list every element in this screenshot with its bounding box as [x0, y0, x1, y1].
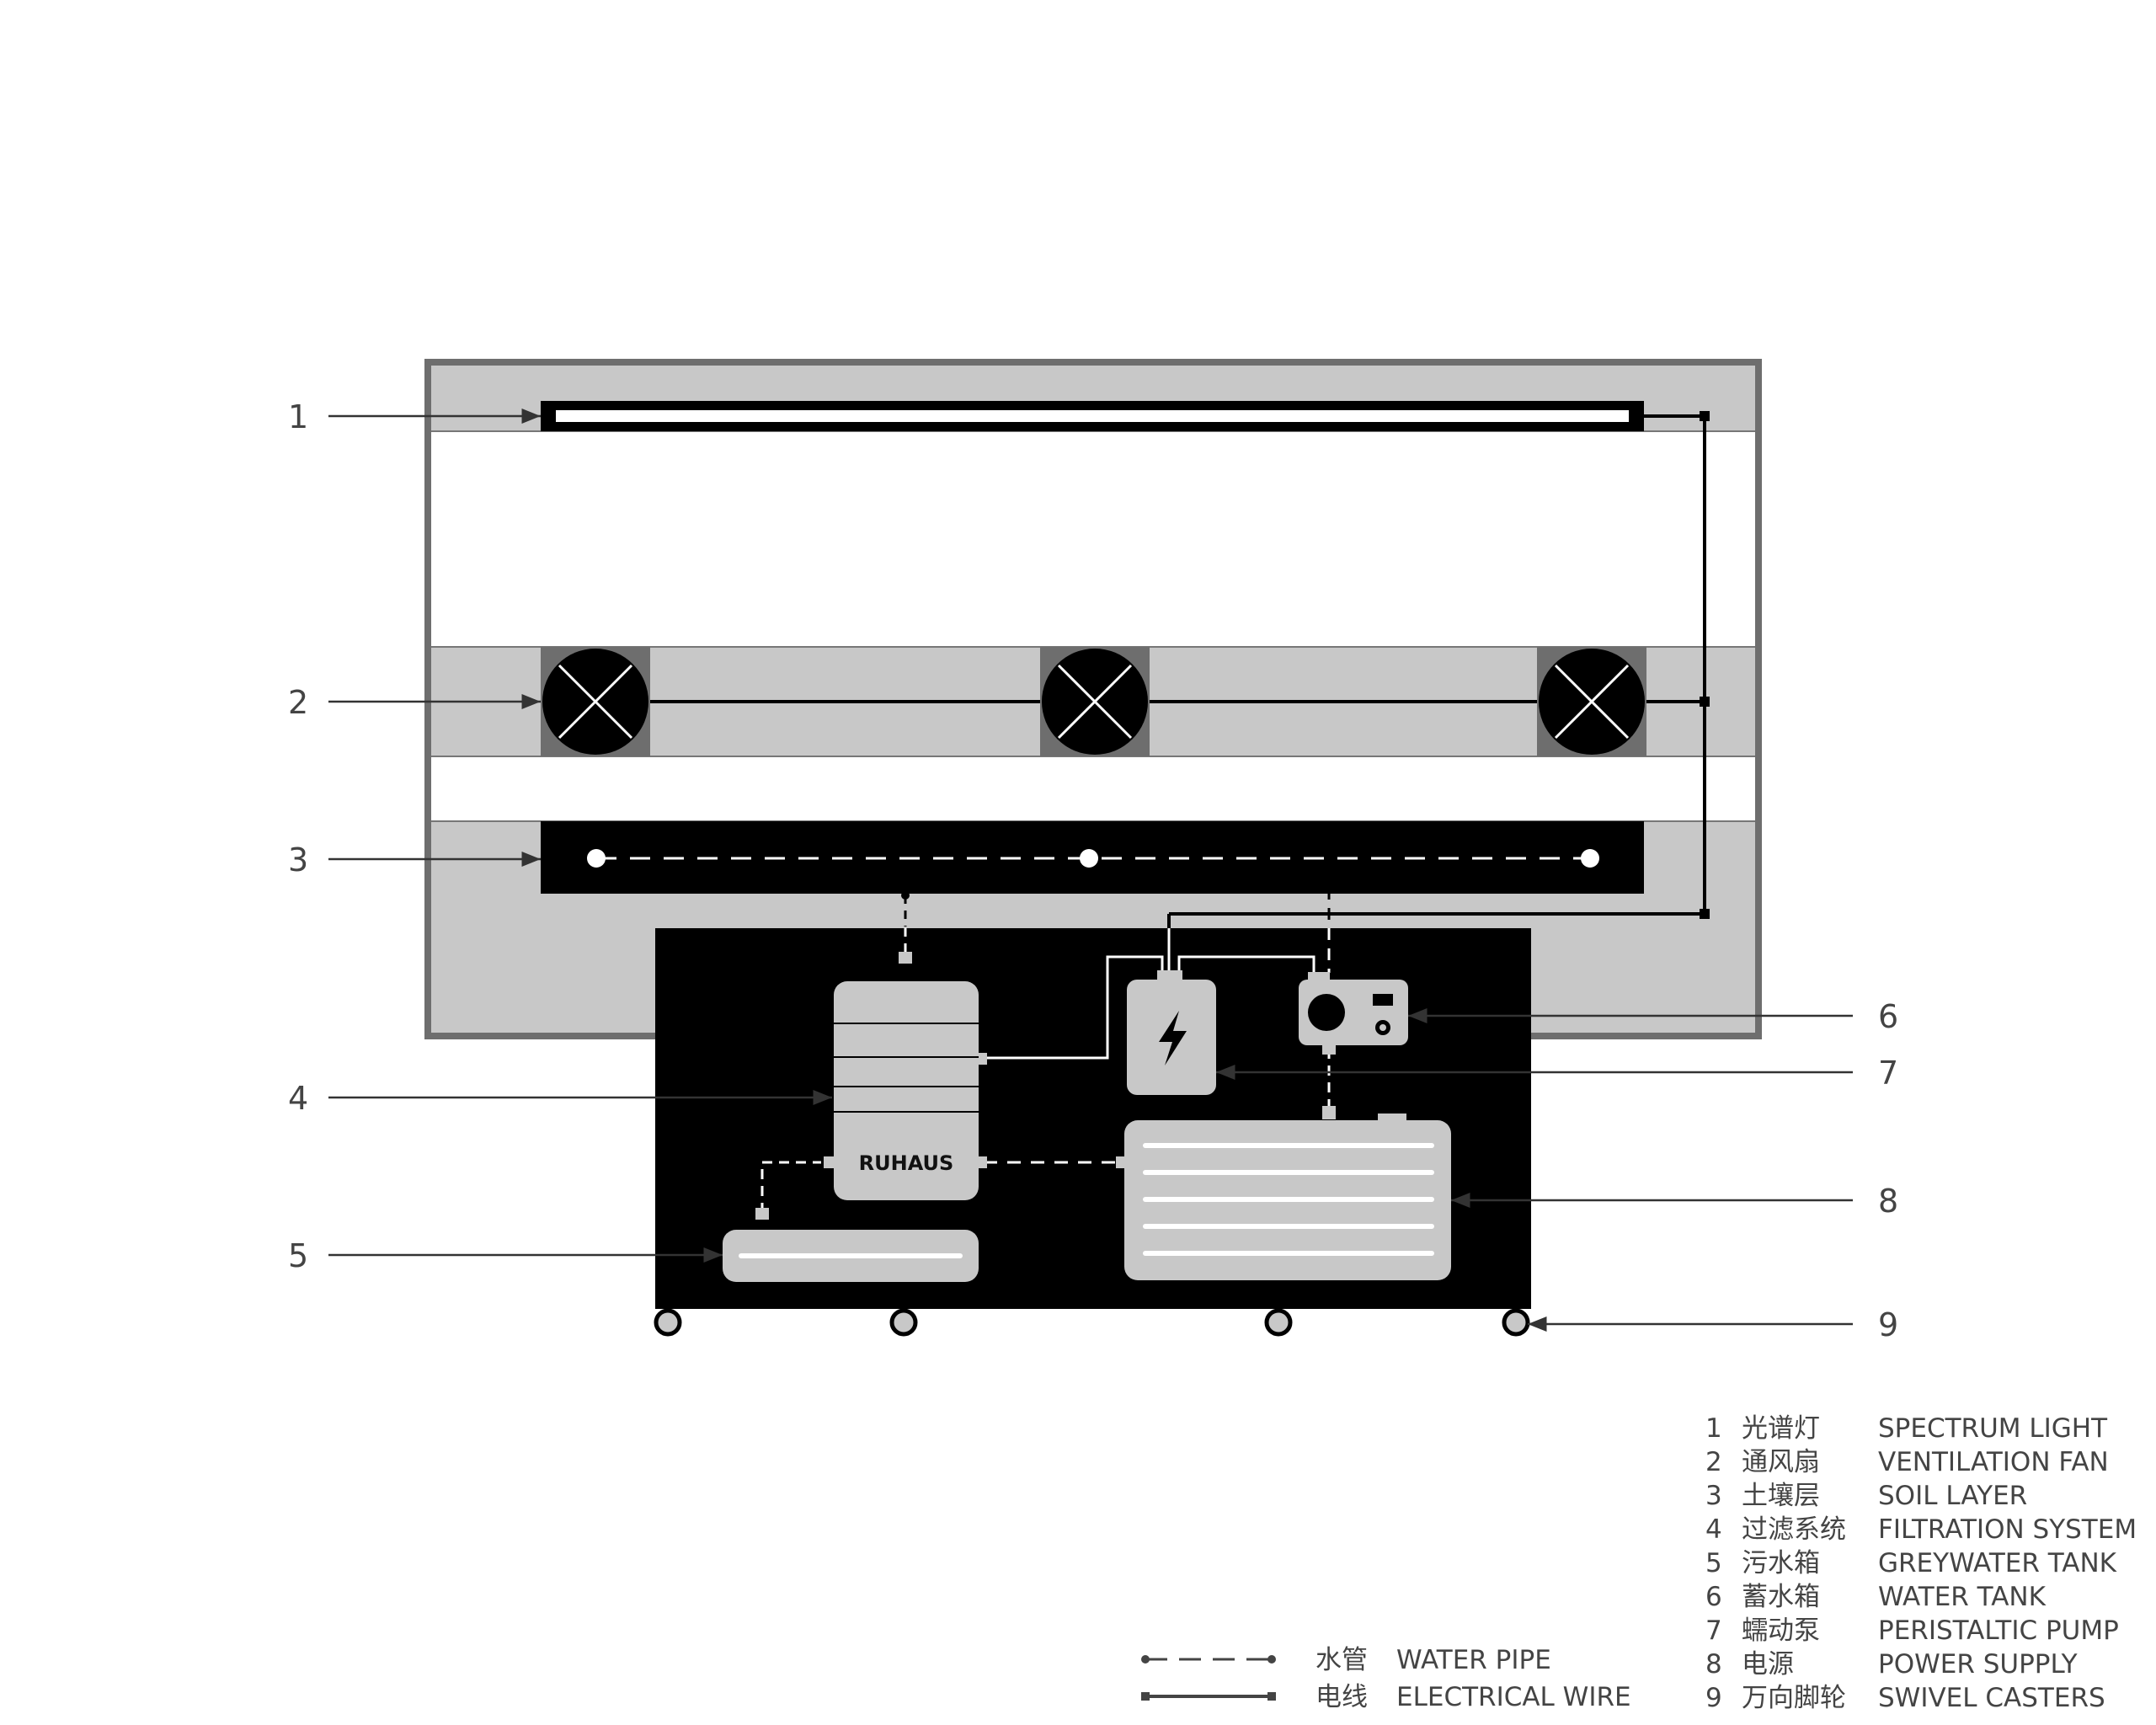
component-legend: 1 光谱灯 SPECTRUM LIGHT 2 通风扇 VENTILATION F…	[1705, 1413, 2137, 1713]
power-supply	[1116, 1106, 1451, 1280]
callout-1: 1	[288, 398, 308, 435]
legend-zh: 土壤层	[1742, 1481, 1820, 1511]
callout-8: 8	[1878, 1183, 1898, 1220]
legend-en: VENTILATION FAN	[1878, 1447, 2109, 1477]
legend-row: 9 万向脚轮 SWIVEL CASTERS	[1705, 1683, 2105, 1713]
lightning-icon	[1159, 1011, 1187, 1065]
peristaltic-pump	[1127, 970, 1216, 1095]
legend-zh: 通风扇	[1742, 1447, 1820, 1477]
legend-num: 3	[1705, 1481, 1722, 1511]
legend-num: 1	[1705, 1413, 1722, 1444]
electrical-wire-en: ELECTRICAL WIRE	[1396, 1682, 1631, 1712]
caster-icon	[1264, 1308, 1293, 1337]
legend-num: 9	[1705, 1683, 1722, 1713]
legend-num: 4	[1705, 1514, 1722, 1545]
legend-num: 8	[1705, 1649, 1722, 1680]
legend-row: 5 污水箱 GREYWATER TANK	[1705, 1548, 2117, 1578]
electrical-wire-zh: 电线	[1315, 1682, 1368, 1712]
swivel-casters	[654, 1308, 1530, 1337]
legend-row: 3 土壤层 SOIL LAYER	[1705, 1481, 2027, 1511]
callout-numbers: 1 2 3 4 5 6 7 8 9	[288, 398, 1898, 1343]
water-pipe-key: 水管 WATER PIPE	[1141, 1645, 1551, 1675]
callout-2: 2	[288, 684, 308, 721]
legend-en: PERISTALTIC PUMP	[1878, 1616, 2119, 1646]
legend-row: 1 光谱灯 SPECTRUM LIGHT	[1705, 1413, 2108, 1444]
water-pipe-en: WATER PIPE	[1396, 1645, 1551, 1675]
internal-plumbing	[760, 868, 1331, 1213]
legend-zh: 污水箱	[1742, 1548, 1820, 1578]
line-legend: 水管 WATER PIPE 电线 ELECTRICAL WIRE	[1141, 1645, 1631, 1712]
ventilation-fans	[541, 647, 1646, 756]
legend-en: FILTRATION SYSTEM	[1878, 1514, 2137, 1545]
legend-en: SWIVEL CASTERS	[1878, 1683, 2105, 1713]
legend-row: 4 过滤系统 FILTRATION SYSTEM	[1705, 1514, 2137, 1545]
legend-zh: 蓄水箱	[1742, 1582, 1820, 1612]
legend-row: 2 通风扇 VENTILATION FAN	[1705, 1447, 2109, 1477]
legend-zh: 万向脚轮	[1742, 1683, 1846, 1713]
callout-6: 6	[1878, 998, 1898, 1035]
brand-label: RUHAUS	[859, 1151, 954, 1175]
legend-en: GREYWATER TANK	[1878, 1548, 2117, 1578]
fan-icon	[1040, 647, 1150, 756]
legend-num: 2	[1705, 1447, 1722, 1477]
legend-en: SOIL LAYER	[1878, 1481, 2027, 1511]
legend-en: WATER TANK	[1878, 1582, 2047, 1612]
legend-zh: 蠕动泵	[1742, 1616, 1820, 1646]
callout-9: 9	[1878, 1306, 1898, 1343]
legend-en: SPECTRUM LIGHT	[1878, 1413, 2108, 1444]
legend-row: 6 蓄水箱 WATER TANK	[1705, 1582, 2047, 1612]
callout-7: 7	[1878, 1055, 1898, 1092]
fan-icon	[541, 647, 650, 756]
spectrum-light	[541, 401, 1644, 431]
caster-icon	[1502, 1308, 1530, 1337]
legend-num: 5	[1705, 1548, 1722, 1578]
water-tank-device	[1299, 972, 1408, 1055]
water-pipe-zh: 水管	[1315, 1645, 1368, 1675]
electrical-wiring	[1169, 411, 1710, 919]
legend-num: 6	[1705, 1582, 1722, 1612]
legend-num: 7	[1705, 1616, 1722, 1646]
fan-icon	[1537, 647, 1646, 756]
electrical-wire-key: 电线 ELECTRICAL WIRE	[1141, 1682, 1631, 1712]
filtration-system: RUHAUS	[824, 952, 987, 1200]
caster-icon	[654, 1308, 682, 1337]
legend-row: 8 电源 POWER SUPPLY	[1705, 1649, 2078, 1680]
greywater-tank	[723, 1208, 979, 1282]
callout-5: 5	[288, 1237, 308, 1274]
legend-row: 7 蠕动泵 PERISTALTIC PUMP	[1705, 1616, 2119, 1646]
callout-leaders	[328, 409, 1853, 1332]
callout-4: 4	[288, 1080, 308, 1117]
soil-layer	[541, 821, 1644, 894]
legend-zh: 电源	[1742, 1649, 1794, 1680]
legend-en: POWER SUPPLY	[1878, 1649, 2078, 1680]
legend-zh: 光谱灯	[1742, 1413, 1820, 1444]
callout-3: 3	[288, 841, 308, 879]
caster-icon	[889, 1308, 918, 1337]
legend-zh: 过滤系统	[1742, 1514, 1846, 1545]
